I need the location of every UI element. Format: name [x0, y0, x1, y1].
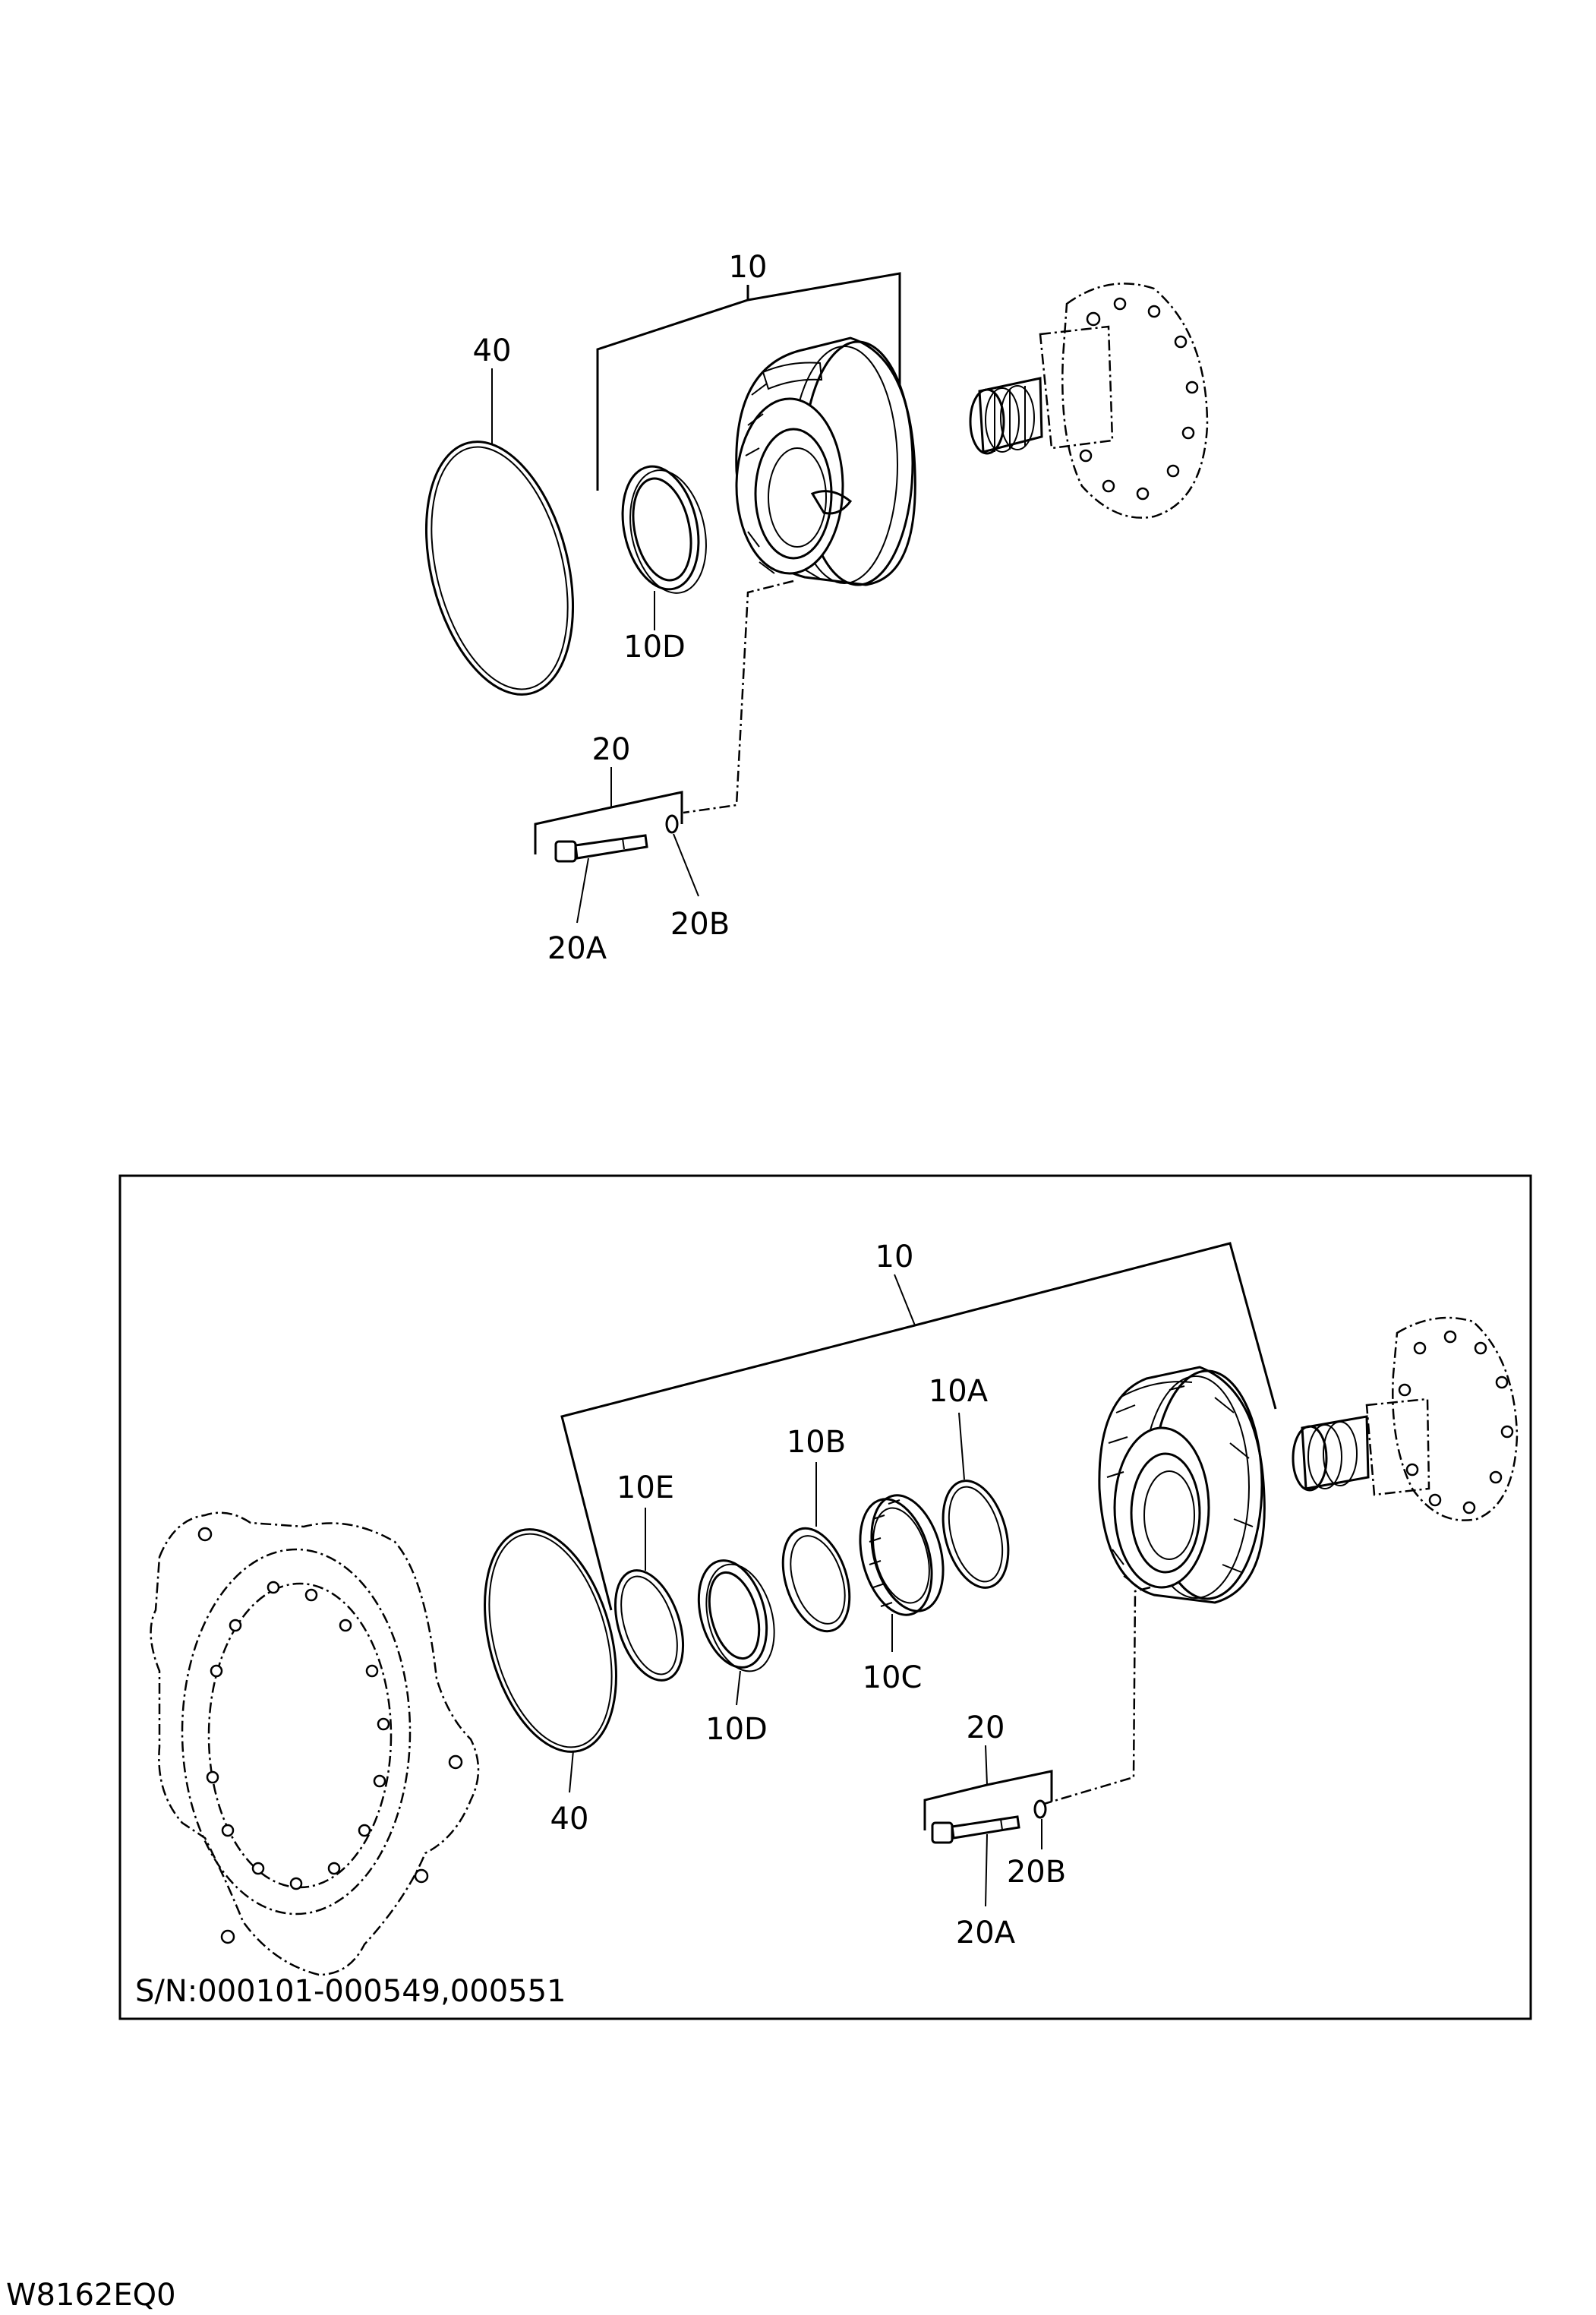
lower-bearing-10C	[859, 1494, 945, 1616]
lower-leader-10	[894, 1274, 916, 1326]
lower-ring-10A	[942, 1480, 1010, 1589]
upper-seal-10D	[621, 465, 707, 594]
lower-pump-housing	[1098, 1366, 1266, 1604]
upper-shaft-flange	[969, 283, 1209, 519]
upper-leader-20A	[576, 857, 589, 924]
upper-label-20A: 20A	[547, 931, 607, 966]
lower-label-20A: 20A	[956, 1915, 1016, 1950]
serial-note: S/N:000101-000549,000551	[135, 1974, 566, 2009]
upper-label-40: 40	[473, 333, 512, 368]
lower-label-10B: 10B	[787, 1425, 846, 1460]
lower-leader-10A	[958, 1412, 965, 1480]
lower-leader-20A	[985, 1833, 988, 1907]
lower-o-ring-40	[484, 1528, 617, 1753]
lower-view-frame	[118, 1174, 1532, 2020]
lower-leader-40	[569, 1750, 574, 1793]
upper-label-10D: 10D	[623, 630, 686, 665]
lower-view: 10 40 10E	[118, 1174, 1532, 2020]
lower-leader-20	[985, 1745, 988, 1786]
lower-label-10A: 10A	[929, 1374, 989, 1409]
lower-label-20: 20	[967, 1710, 1005, 1745]
lower-label-10C: 10C	[863, 1660, 923, 1695]
upper-o-ring-40	[424, 441, 575, 696]
upper-leader-20B	[673, 833, 699, 897]
lower-label-10E: 10E	[617, 1470, 674, 1505]
lower-label-40: 40	[550, 1802, 589, 1837]
lower-leader-10D	[736, 1670, 741, 1706]
upper-assembly-line	[683, 580, 794, 814]
lower-ring-10B	[781, 1527, 851, 1633]
upper-pump-housing-10	[735, 336, 916, 586]
upper-view: 10 40 10D	[424, 250, 1209, 966]
upper-bolt-20A	[554, 834, 648, 863]
upper-label-10: 10	[729, 250, 768, 285]
drawing-code: W8162EQ0	[6, 2278, 176, 2313]
lower-label-10: 10	[875, 1240, 914, 1274]
lower-assembly-line	[1043, 1586, 1151, 1805]
lower-label-10D: 10D	[705, 1712, 768, 1747]
lower-label-20B: 20B	[1007, 1855, 1066, 1890]
upper-label-20: 20	[592, 732, 631, 767]
lower-ring-10E	[613, 1569, 685, 1682]
lower-seal-10D	[697, 1559, 775, 1672]
lower-bolt-20A	[931, 1815, 1020, 1844]
upper-label-20B: 20B	[670, 907, 730, 942]
upper-washer-20B	[665, 814, 679, 834]
lower-washer-20B	[1033, 1799, 1047, 1819]
lower-transmission-case	[150, 1511, 480, 1976]
lower-shaft-flange	[1292, 1316, 1519, 1521]
